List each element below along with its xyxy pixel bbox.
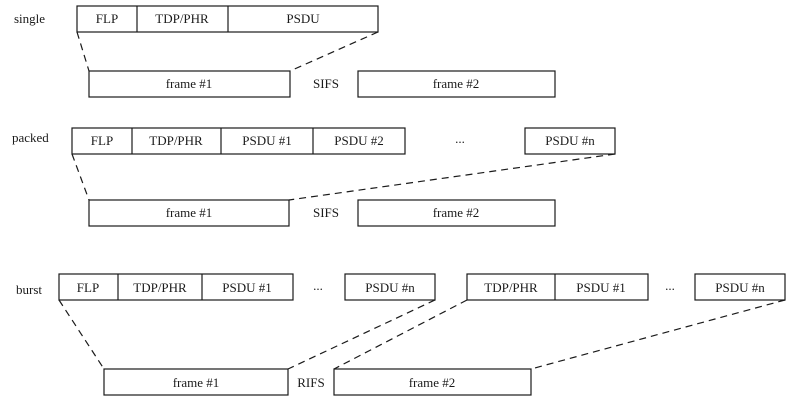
packed-section: packed FLP TDP/PHR PSDU #1 PSDU #2 ... P… [12,127,616,227]
burst-group-2-field-psdu-n: PSDU #n [715,280,765,295]
packed-field-tdp-phr: TDP/PHR [149,133,203,148]
single-field-flp: FLP [96,11,118,26]
burst-ellipsis-1: ... [313,278,323,293]
burst-expand-1-right [287,299,436,370]
single-expand-left [76,31,90,72]
packed-gap-label: SIFS [313,205,339,220]
packed-frame-2 [357,199,556,227]
burst-group-2-field-psdu-1: PSDU #1 [576,280,626,295]
burst-group-1-field-tdp-phr: TDP/PHR [133,280,187,295]
burst-gap-label: RIFS [297,375,324,390]
single-frame-1 [88,70,291,98]
packed-field-flp: FLP [91,133,113,148]
burst-label: burst [16,282,42,297]
burst-frame-2-label: frame #2 [409,375,456,390]
packed-frame-2-label: frame #2 [433,205,480,220]
single-field-tdp-phr: TDP/PHR [155,11,209,26]
burst-expand-1-left [58,299,105,370]
single-field-psdu: PSDU [286,11,320,26]
single-frame-1-label: frame #1 [166,76,213,91]
burst-group-1-field-psdu-1: PSDU #1 [222,280,272,295]
packed-frame-1 [88,199,290,227]
burst-frame-1-label: frame #1 [173,375,220,390]
single-section: single FLP TDP/PHR PSDU frame #1 SIFS fr… [14,5,556,98]
packed-header-box [71,127,406,155]
packed-field-psdu-n: PSDU #n [545,133,595,148]
burst-group-1-psdu-n-box [344,273,436,301]
single-frame-2-label: frame #2 [433,76,480,91]
burst-expand-2-left [333,299,468,370]
packed-field-psdu-1: PSDU #1 [242,133,292,148]
packed-frame-1-label: frame #1 [166,205,213,220]
packed-field-psdu-2: PSDU #2 [334,133,384,148]
packed-expand-right [288,153,616,201]
burst-group-2-field-tdp-phr: TDP/PHR [484,280,538,295]
burst-group-2-psdu-n-box [694,273,786,301]
packed-psdu-n-box [524,127,616,155]
burst-expand-2-right [530,299,786,370]
packed-ellipsis: ... [455,131,465,146]
burst-ellipsis-2: ... [665,278,675,293]
packed-label: packed [12,130,49,145]
burst-group-2-header-box [466,273,649,301]
burst-group-1-field-psdu-n: PSDU #n [365,280,415,295]
packed-expand-left [71,153,90,201]
burst-group-1-field-flp: FLP [77,280,99,295]
burst-section: burst FLP TDP/PHR PSDU #1 ... PSDU #n TD… [16,273,786,396]
burst-frame-2 [333,368,532,396]
single-frame-2 [357,70,556,98]
single-expand-right [289,31,379,72]
single-gap-label: SIFS [313,76,339,91]
single-label: single [14,11,45,26]
burst-group-1-header-box [58,273,294,301]
burst-frame-1 [103,368,289,396]
